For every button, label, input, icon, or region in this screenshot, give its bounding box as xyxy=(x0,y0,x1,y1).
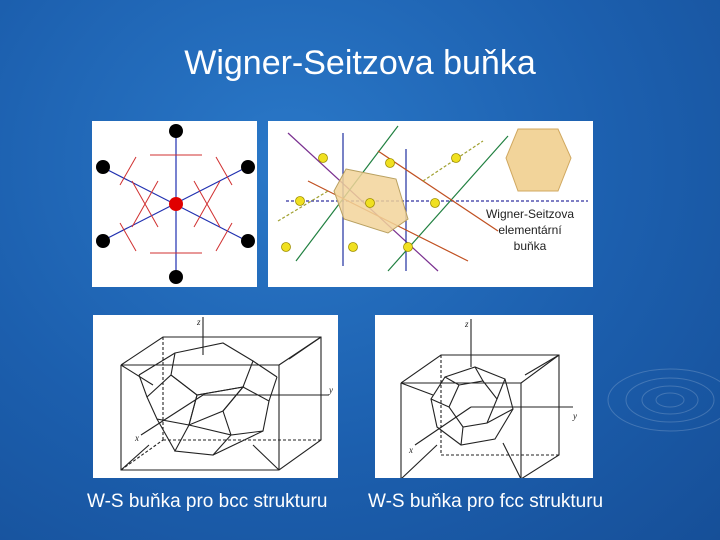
ws-cell-label: Wigner-Seitzova elementární buňka xyxy=(470,206,590,254)
ripple-decoration xyxy=(607,368,720,432)
bcc-caption: W-S buňka pro bcc strukturu xyxy=(87,491,328,512)
fcc-axis-z: z xyxy=(464,319,469,329)
fcc-caption: W-S buňka pro fcc strukturu xyxy=(368,491,604,512)
bcc-axis-x: x xyxy=(134,433,139,443)
hexagonal-construction-diagram xyxy=(92,121,257,287)
bcc-axis-y: y xyxy=(328,385,333,395)
oblique-lattice-diagram xyxy=(268,121,593,287)
ws-label-line-2: elementární xyxy=(498,223,562,237)
center-lattice-point xyxy=(169,197,183,211)
fcc-axis-x: x xyxy=(408,445,413,455)
fcc-axis-y: y xyxy=(572,411,577,421)
ws-label-line-3: buňka xyxy=(513,239,547,253)
ws-label-line-1: Wigner-Seitzova xyxy=(485,207,575,221)
fcc-ws-cell-diagram: z y x xyxy=(375,315,593,478)
ws-cell-hexagon-icon xyxy=(505,128,572,192)
bcc-ws-cell-diagram: z y x xyxy=(93,315,338,478)
bcc-axis-z: z xyxy=(196,317,201,327)
slide-title: Wigner-Seitzova buňka xyxy=(184,44,536,82)
